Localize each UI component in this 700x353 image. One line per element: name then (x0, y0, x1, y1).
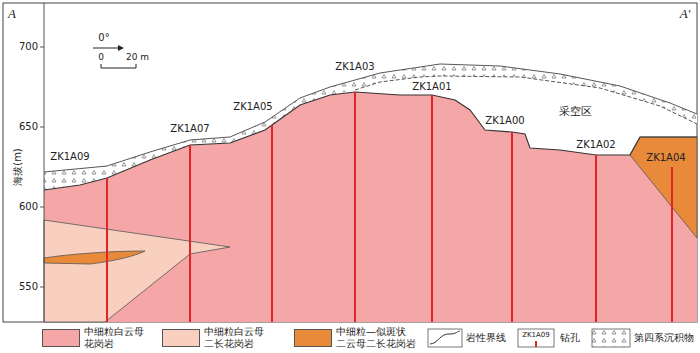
legend-text: 中细粒—似斑状 二云母二长花岗岩 (336, 326, 416, 350)
drill-label: ZK1A07 (170, 123, 209, 135)
scale-label: 0 (98, 52, 104, 63)
tick-label: 600 (19, 201, 38, 213)
drill-label: ZK1A04 (646, 152, 685, 164)
tick-label: 700 (19, 41, 38, 53)
legend-text: 第四系沉积物 (634, 332, 694, 344)
drill-label: ZK1A09 (50, 151, 89, 163)
legend-swatch (162, 329, 200, 347)
drill-label: ZK1A01 (412, 81, 451, 93)
section-end: A' (680, 6, 691, 22)
legend-quaternary-symbol (592, 329, 630, 347)
drill-label: ZK1A02 (576, 139, 615, 151)
drill-label: ZK1A00 (485, 115, 524, 127)
legend-text: 钻孔 (560, 332, 580, 344)
drill-label: ZK1A03 (335, 61, 374, 73)
monzogranite-body (44, 220, 230, 322)
y-axis (44, 3, 45, 322)
porphyry-body (630, 137, 697, 238)
tick-label: 650 (19, 121, 38, 133)
section-end: A (8, 6, 16, 22)
area-label: 采空区 (559, 105, 592, 118)
north-label: 0° (98, 32, 109, 44)
y-ticks (40, 47, 44, 287)
axis-title: 海拔(m) (12, 148, 24, 186)
legend-drill-label: ZK1A09 (522, 331, 550, 339)
granite-body (44, 92, 697, 322)
bedrock-surface (44, 92, 697, 190)
legend-text: 中细粒白云母 二长花岗岩 (204, 326, 264, 350)
legend-text: 中细粒白云母 花岗岩 (84, 326, 144, 350)
legend-text: 岩性界线 (466, 332, 506, 344)
frame (3, 3, 697, 322)
porphyry-lens (44, 251, 145, 264)
scale-label: 20 m (126, 52, 149, 63)
ground-line (44, 64, 697, 172)
scale-bar (101, 64, 136, 68)
legend-drill-symbol (518, 329, 554, 347)
legend-swatch (42, 329, 80, 347)
quaternary-band (44, 64, 697, 190)
legend-boundary-symbol (428, 329, 462, 347)
north-arrow (93, 45, 124, 51)
legend-swatch (294, 329, 332, 347)
drill-holes (107, 92, 672, 322)
drill-label: ZK1A05 (233, 101, 272, 113)
goaf-boundary (355, 76, 697, 124)
tick-label: 550 (19, 281, 38, 293)
